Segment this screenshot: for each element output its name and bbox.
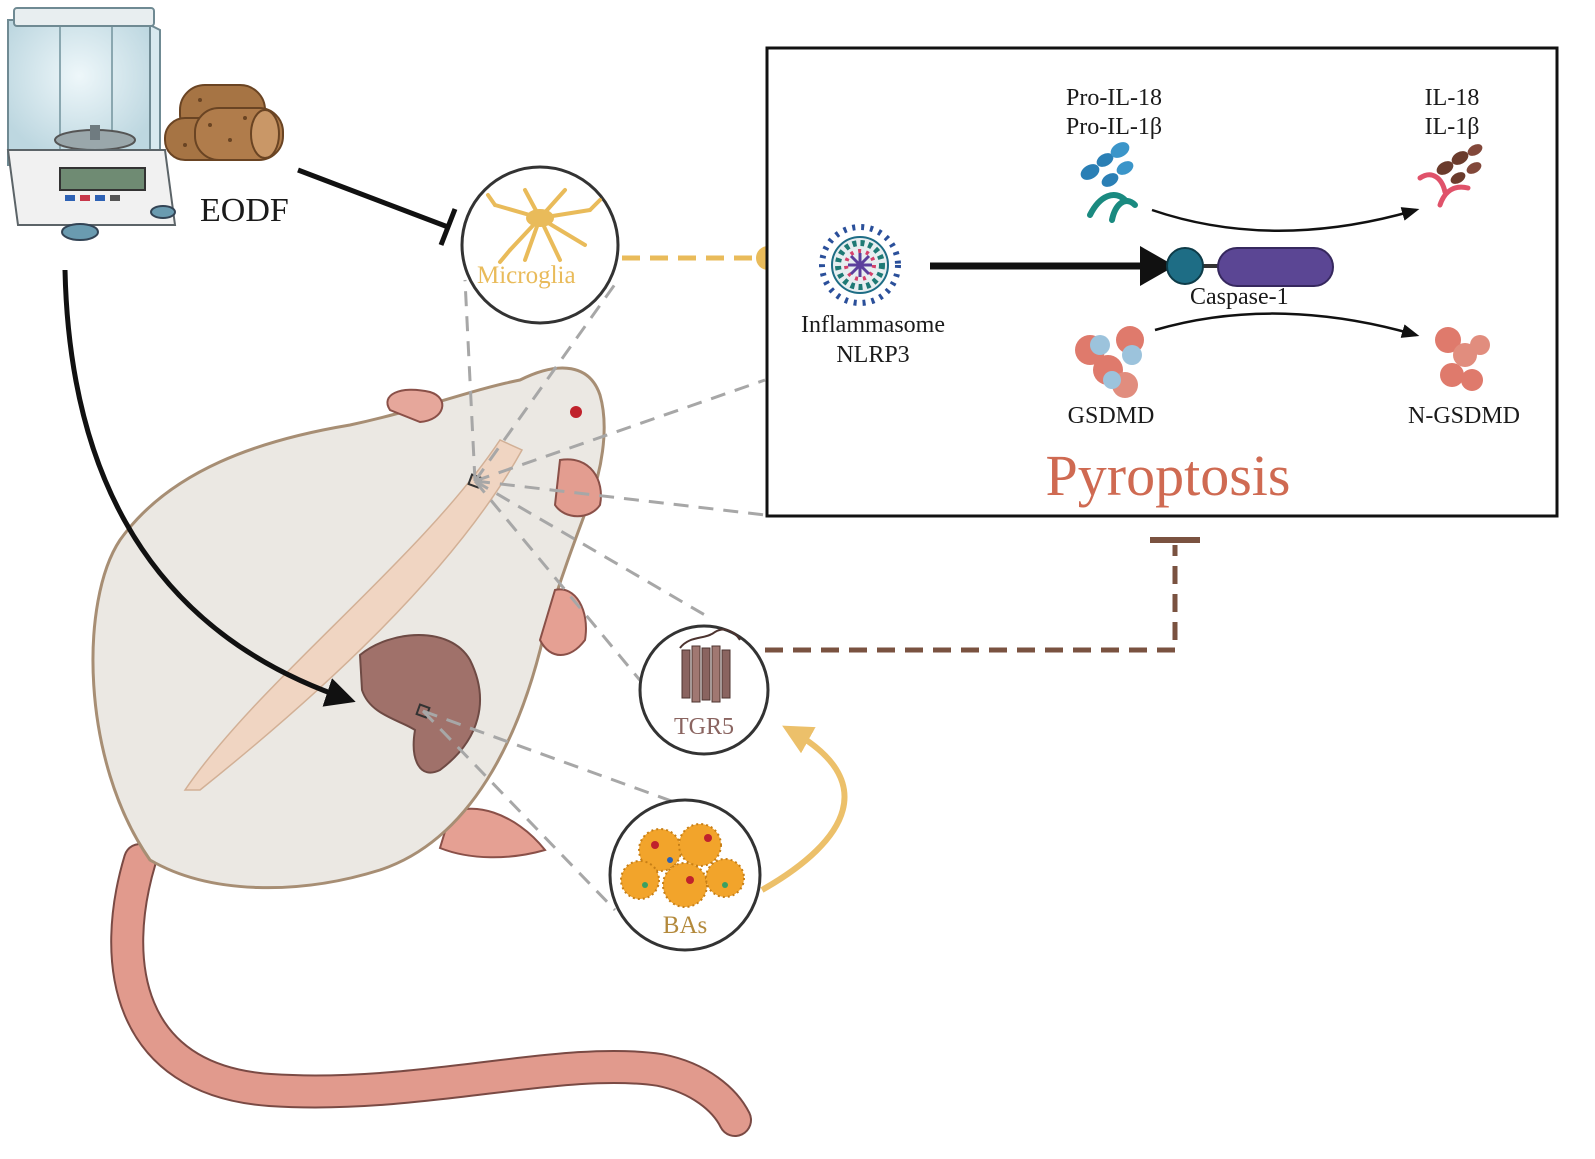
pyroptosis-box	[765, 46, 1559, 518]
eodf-label: EODF	[200, 192, 289, 229]
il18-label: IL-18	[1424, 85, 1480, 111]
tgr5-inhibition-line	[765, 545, 1178, 653]
gsdmd-arrow	[1154, 312, 1420, 338]
eodf-inhibition-line	[297, 167, 449, 230]
bile-acids-icon	[620, 823, 745, 908]
caspase1-icon	[1166, 247, 1334, 287]
zoom-lines	[421, 279, 766, 912]
inhibition-bar	[438, 208, 458, 246]
inflammasome-icon	[819, 224, 901, 306]
nlrp3-label: NLRP3	[836, 342, 910, 368]
il1b-label: IL-1β	[1424, 114, 1480, 140]
gsdmd-icon	[1075, 326, 1144, 398]
rat-illustration	[91, 366, 752, 1137]
gsdmd-label: GSDMD	[1067, 403, 1155, 429]
bas-to-tgr5-arrow	[760, 725, 848, 893]
pyroptosis-label: Pyroptosis	[1045, 443, 1291, 508]
tgr5-icon	[679, 628, 741, 703]
n-gsdmd-icon	[1435, 327, 1490, 391]
il-mature-icon	[1417, 144, 1483, 208]
food-pellet-icon	[164, 84, 284, 161]
pro-il-icon	[1080, 142, 1138, 223]
inflammasome-label: Inflammasome	[801, 312, 945, 338]
microglia-soma	[526, 209, 554, 227]
microglia-label: Microglia	[477, 262, 576, 289]
inflammasome-arrowhead	[1140, 246, 1175, 286]
pro-il18-label: Pro-IL-18	[1066, 85, 1162, 111]
balance-icon	[6, 7, 177, 241]
bas-label: BAs	[662, 912, 708, 939]
microglia-circle	[460, 165, 620, 325]
caspase1-label: Caspase-1	[1190, 284, 1289, 310]
pro-il1b-label: Pro-IL-1β	[1065, 114, 1163, 140]
pro-il-arrow	[1151, 207, 1420, 232]
tgr5-label: TGR5	[674, 714, 734, 740]
n-gsdmd-label: N-GSDMD	[1407, 403, 1521, 429]
eodf-to-liver-arrow	[62, 269, 356, 707]
